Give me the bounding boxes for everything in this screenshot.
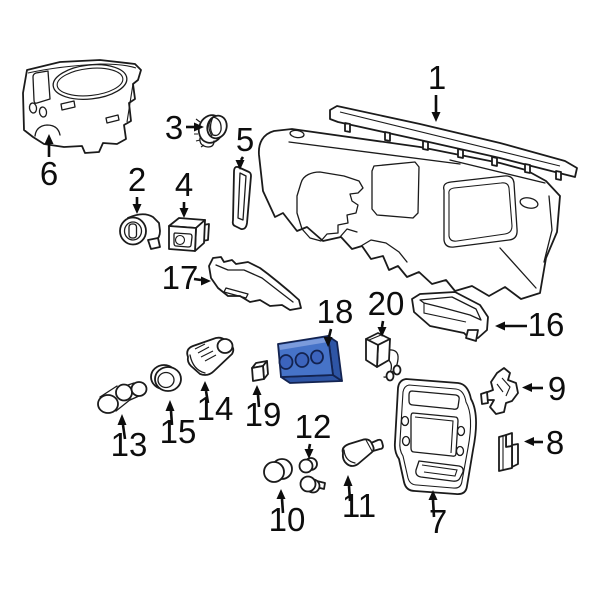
part-1-defroster-trim-strip[interactable]	[329, 105, 578, 181]
callout-label-2[interactable]: 2	[128, 161, 146, 198]
callout-6: 6	[40, 134, 58, 192]
callout-5: 5	[235, 121, 254, 170]
callout-9: 9	[522, 370, 566, 407]
part-20-module[interactable]	[365, 332, 402, 382]
part-17-lower-trim-panel[interactable]	[208, 256, 302, 311]
callout-label-14[interactable]: 14	[197, 390, 234, 427]
callout-label-13[interactable]: 13	[111, 426, 148, 463]
callout-10: 10	[269, 489, 306, 538]
part-4-switch[interactable]	[168, 217, 210, 252]
part-5-side-trim[interactable]	[231, 165, 252, 231]
part-19-switch[interactable]	[251, 360, 269, 382]
part-7-center-bezel[interactable]	[393, 378, 477, 495]
part-10-knob[interactable]	[263, 458, 293, 483]
part-18-control-panel-highlighted[interactable]	[277, 335, 343, 384]
callout-7: 7	[428, 490, 447, 540]
callout-17: 17	[162, 259, 211, 296]
callout-20: 20	[368, 285, 405, 337]
callout-label-3[interactable]: 3	[165, 109, 183, 146]
dashboard-body	[258, 128, 561, 300]
callout-label-17[interactable]: 17	[162, 259, 199, 296]
part-9-bracket[interactable]	[480, 367, 519, 415]
part-14-knob[interactable]	[186, 336, 235, 376]
callout-18: 18	[317, 293, 354, 347]
callout-label-1[interactable]: 1	[428, 59, 446, 96]
callout-label-20[interactable]: 20	[368, 285, 405, 322]
callout-2: 2	[128, 161, 146, 214]
part-8-bracket[interactable]	[498, 432, 519, 472]
callout-label-18[interactable]: 18	[317, 293, 354, 330]
callout-15: 15	[160, 400, 197, 450]
part-13-knob[interactable]	[97, 381, 148, 414]
callout-3: 3	[165, 109, 204, 146]
callout-11: 11	[342, 475, 376, 524]
callout-label-15[interactable]: 15	[160, 413, 197, 450]
part-12-knob-pair[interactable]	[298, 457, 326, 494]
callout-16: 16	[495, 306, 564, 343]
callout-13: 13	[111, 414, 148, 463]
callout-1: 1	[428, 59, 446, 122]
callout-label-5[interactable]: 5	[236, 121, 254, 158]
callout-19: 19	[245, 385, 282, 433]
callout-label-6[interactable]: 6	[40, 155, 58, 192]
callout-label-9[interactable]: 9	[548, 370, 566, 407]
callout-label-7[interactable]: 7	[429, 503, 447, 540]
callout-label-8[interactable]: 8	[546, 424, 564, 461]
callout-label-12[interactable]: 12	[295, 408, 332, 445]
part-11-switch[interactable]	[341, 438, 384, 467]
callout-12: 12	[295, 408, 332, 459]
part-15-ring[interactable]	[150, 364, 182, 392]
callout-14: 14	[197, 381, 234, 427]
part-3-knob[interactable]	[193, 112, 230, 148]
callout-label-10[interactable]: 10	[269, 501, 306, 538]
part-2-switch[interactable]	[119, 213, 161, 250]
callout-4: 4	[175, 166, 193, 218]
part-16-storage-tray[interactable]	[411, 291, 489, 342]
callout-label-19[interactable]: 19	[245, 396, 282, 433]
callout-label-16[interactable]: 16	[528, 306, 565, 343]
callout-label-11[interactable]: 11	[342, 487, 376, 524]
part-6-cluster-bezel[interactable]	[22, 59, 142, 154]
callout-8: 8	[524, 424, 564, 461]
callout-label-4[interactable]: 4	[175, 166, 193, 203]
